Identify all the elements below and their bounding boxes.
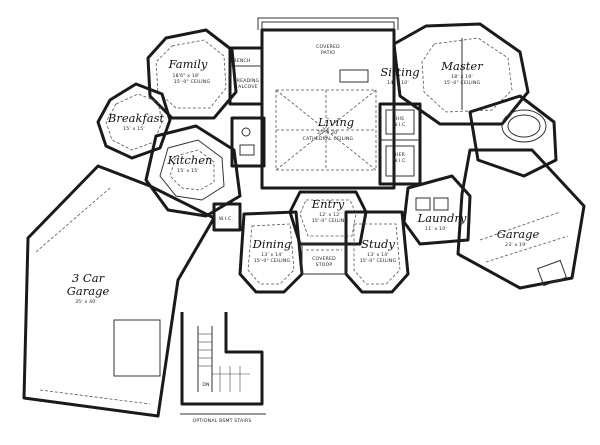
label-garage-right-size: 23' x 19' [505, 242, 527, 248]
label-entry: Entry [311, 197, 345, 211]
label-living: Living [317, 115, 354, 129]
label-family-ceiling: 15'-0" CEILING [174, 79, 211, 85]
powder-bath [230, 116, 266, 168]
label-dining-ceiling: 15'-0" CEILING [254, 258, 291, 264]
label-study-size: 13' x 14' [367, 252, 389, 258]
master-suite [392, 22, 530, 126]
label-family: Family [168, 57, 208, 71]
study [344, 210, 410, 294]
label-sitting-size: 14' x 10' [387, 80, 409, 86]
label-kitchen-size: 15' x 15' [177, 168, 199, 174]
label-sitting: Sitting [380, 65, 419, 79]
label-entry-size: 12' x 12' [319, 212, 341, 218]
label-bench: BENCH [233, 58, 250, 64]
garage-left [22, 164, 216, 418]
label-entry-ceiling: 15'-0" CEILING [312, 218, 349, 224]
label-covered-patio-2: PATIO [321, 50, 335, 56]
label-study-ceiling: 15'-0" CEILING [360, 258, 397, 264]
walk-in-closets [378, 102, 422, 186]
label-stoop-2: STOOP [316, 262, 333, 268]
garage-wic [212, 202, 242, 232]
reading-alcove [228, 46, 264, 106]
label-master-ceiling: 15'-0" CEILING [444, 80, 481, 86]
label-study: Study [361, 237, 395, 251]
dining-room [238, 210, 304, 294]
laundry [402, 174, 472, 246]
label-garage-left-size: 35' x 40' [75, 299, 97, 305]
label-laundry: Laundry [417, 211, 467, 225]
label-living-ceiling: CATHEDRAL CEILING [303, 136, 354, 142]
label-optional-stairs: OPTIONAL BSMT STAIRS [193, 418, 252, 424]
optional-basement-stairs [180, 312, 266, 415]
label-laundry-size: 11' x 10' [425, 226, 447, 232]
label-garage-left-1: 3 Car [72, 271, 106, 285]
label-garage-left-2: Garage [67, 284, 110, 298]
garage-right [456, 148, 586, 290]
label-kitchen: Kitchen [167, 153, 213, 167]
label-wic: W.I.C. [219, 216, 233, 222]
label-dining-size: 13' x 14' [261, 252, 283, 258]
label-reading-1: READING [237, 78, 260, 84]
label-breakfast: Breakfast [107, 111, 165, 125]
master-bath [468, 94, 558, 178]
covered-stoop [301, 243, 347, 275]
label-family-size: 18'6" x 18' [172, 73, 199, 79]
label-dn: DN [202, 382, 209, 388]
label-reading-2: ALCOVE [238, 84, 258, 90]
label-covered-patio-1: COVERED [316, 44, 340, 50]
small-labels: COVERED PATIO BENCH READING ALCOVE HIS W… [193, 44, 407, 424]
label-stoop-1: COVERED [312, 256, 336, 262]
label-his-2: W.I.C. [393, 122, 407, 128]
room-labels: Family 18'6" x 18' 15'-0" CEILING Breakf… [67, 57, 540, 305]
family-room [146, 28, 238, 120]
label-his-1: HIS [396, 116, 404, 122]
label-master-size: 18' x 19' [451, 74, 473, 80]
covered-patio [257, 17, 399, 31]
label-her-2: W.I.C. [393, 158, 407, 164]
label-master: Master [440, 59, 484, 73]
living-room [260, 28, 396, 190]
label-living-size: 25' x 20' [317, 130, 339, 136]
label-garage-right: Garage [497, 227, 540, 241]
label-dining: Dining [252, 237, 292, 251]
label-her-1: HER [395, 152, 406, 158]
label-breakfast-size: 15' x 15' [123, 126, 145, 132]
